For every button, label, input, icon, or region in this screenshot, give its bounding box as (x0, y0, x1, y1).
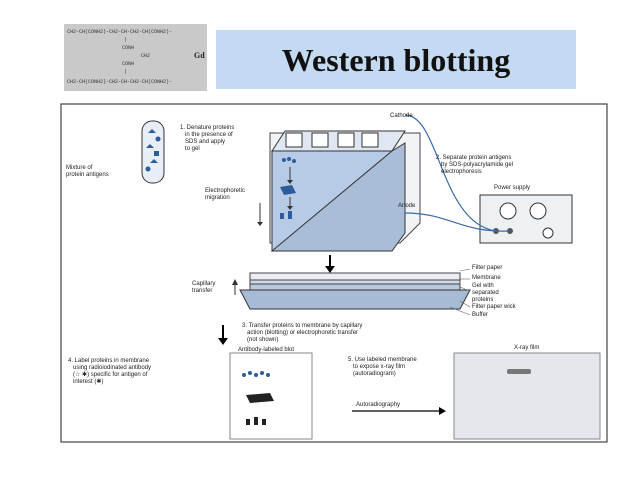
formula-line-1: CH2-CH(CONH2)-CH2-CH-CH2-CH(CONH2)- (67, 29, 173, 35)
xray-film-icon (453, 352, 601, 440)
mixture-label: Mixture of protein antigens (66, 165, 109, 178)
power-supply-icon (479, 194, 573, 244)
diagram-frame (60, 103, 608, 443)
step-3-label: 3. Transfer proteins to membrane by capi… (242, 323, 363, 343)
autoradiography-arrow (352, 407, 446, 415)
formula-line-7: CH2-CH(CONH2)-CH2-CH-CH2-CH(CONH2)- (67, 79, 173, 85)
filter-paper-label: Filter paper (472, 265, 503, 271)
gel-tank-icon (269, 130, 421, 252)
chemical-formula-image: CH2-CH(CONH2)-CH2-CH-CH2-CH(CONH2)- | CO… (64, 24, 207, 91)
antibody-blot-label: Antibody-labeled blot (238, 347, 295, 353)
migration-label: Electrophoretic migration (205, 188, 246, 201)
gel-label: Gel with separated proteins (472, 283, 499, 303)
filter-wick-label: Filter paper wick (472, 304, 516, 310)
xray-label: X-ray film (514, 345, 540, 351)
capillary-label: Capillary transfer (192, 281, 216, 294)
gel-bands (257, 157, 296, 226)
cathode-label: Cathode (390, 113, 413, 119)
western-blot-diagram: 1. Denature proteins in the presence of … (60, 103, 608, 443)
blotting-tray-icon (232, 272, 471, 310)
formula-line-6: | (124, 69, 128, 75)
formula-line-2: | (124, 37, 128, 43)
formula-line-3: CONH (122, 45, 135, 51)
power-supply-label: Power supply (494, 185, 531, 191)
buffer-label: Buffer (472, 312, 488, 318)
formula-line-4: CH2 (141, 53, 151, 59)
title-banner: Western blotting (216, 30, 576, 89)
sample-tube-icon (141, 120, 165, 184)
anode-label: Anode (398, 203, 416, 209)
down-arrow-2 (218, 325, 228, 345)
antibody-membrane-icon (229, 352, 313, 440)
step-1-label: 1. Denature proteins in the presence of … (180, 125, 235, 152)
leader-lines (449, 268, 471, 316)
step-4-label: 4. Label proteins in membrane using radi… (68, 358, 152, 385)
formula-line-5: CONH (122, 61, 135, 67)
step-2-label: 2. Separate protein antigens by SDS-poly… (436, 155, 514, 175)
formula-gd: Gd (194, 51, 205, 60)
power-cables (404, 114, 511, 232)
diagram-drawing (60, 103, 608, 443)
step-5-label: 5. Use labeled membrane to expose x-ray … (348, 357, 417, 377)
membrane-label: Membrane (472, 275, 501, 281)
down-arrow-1 (325, 255, 335, 273)
autoradiography-label: Autoradiography (356, 402, 401, 408)
page-title: Western blotting (281, 42, 511, 78)
